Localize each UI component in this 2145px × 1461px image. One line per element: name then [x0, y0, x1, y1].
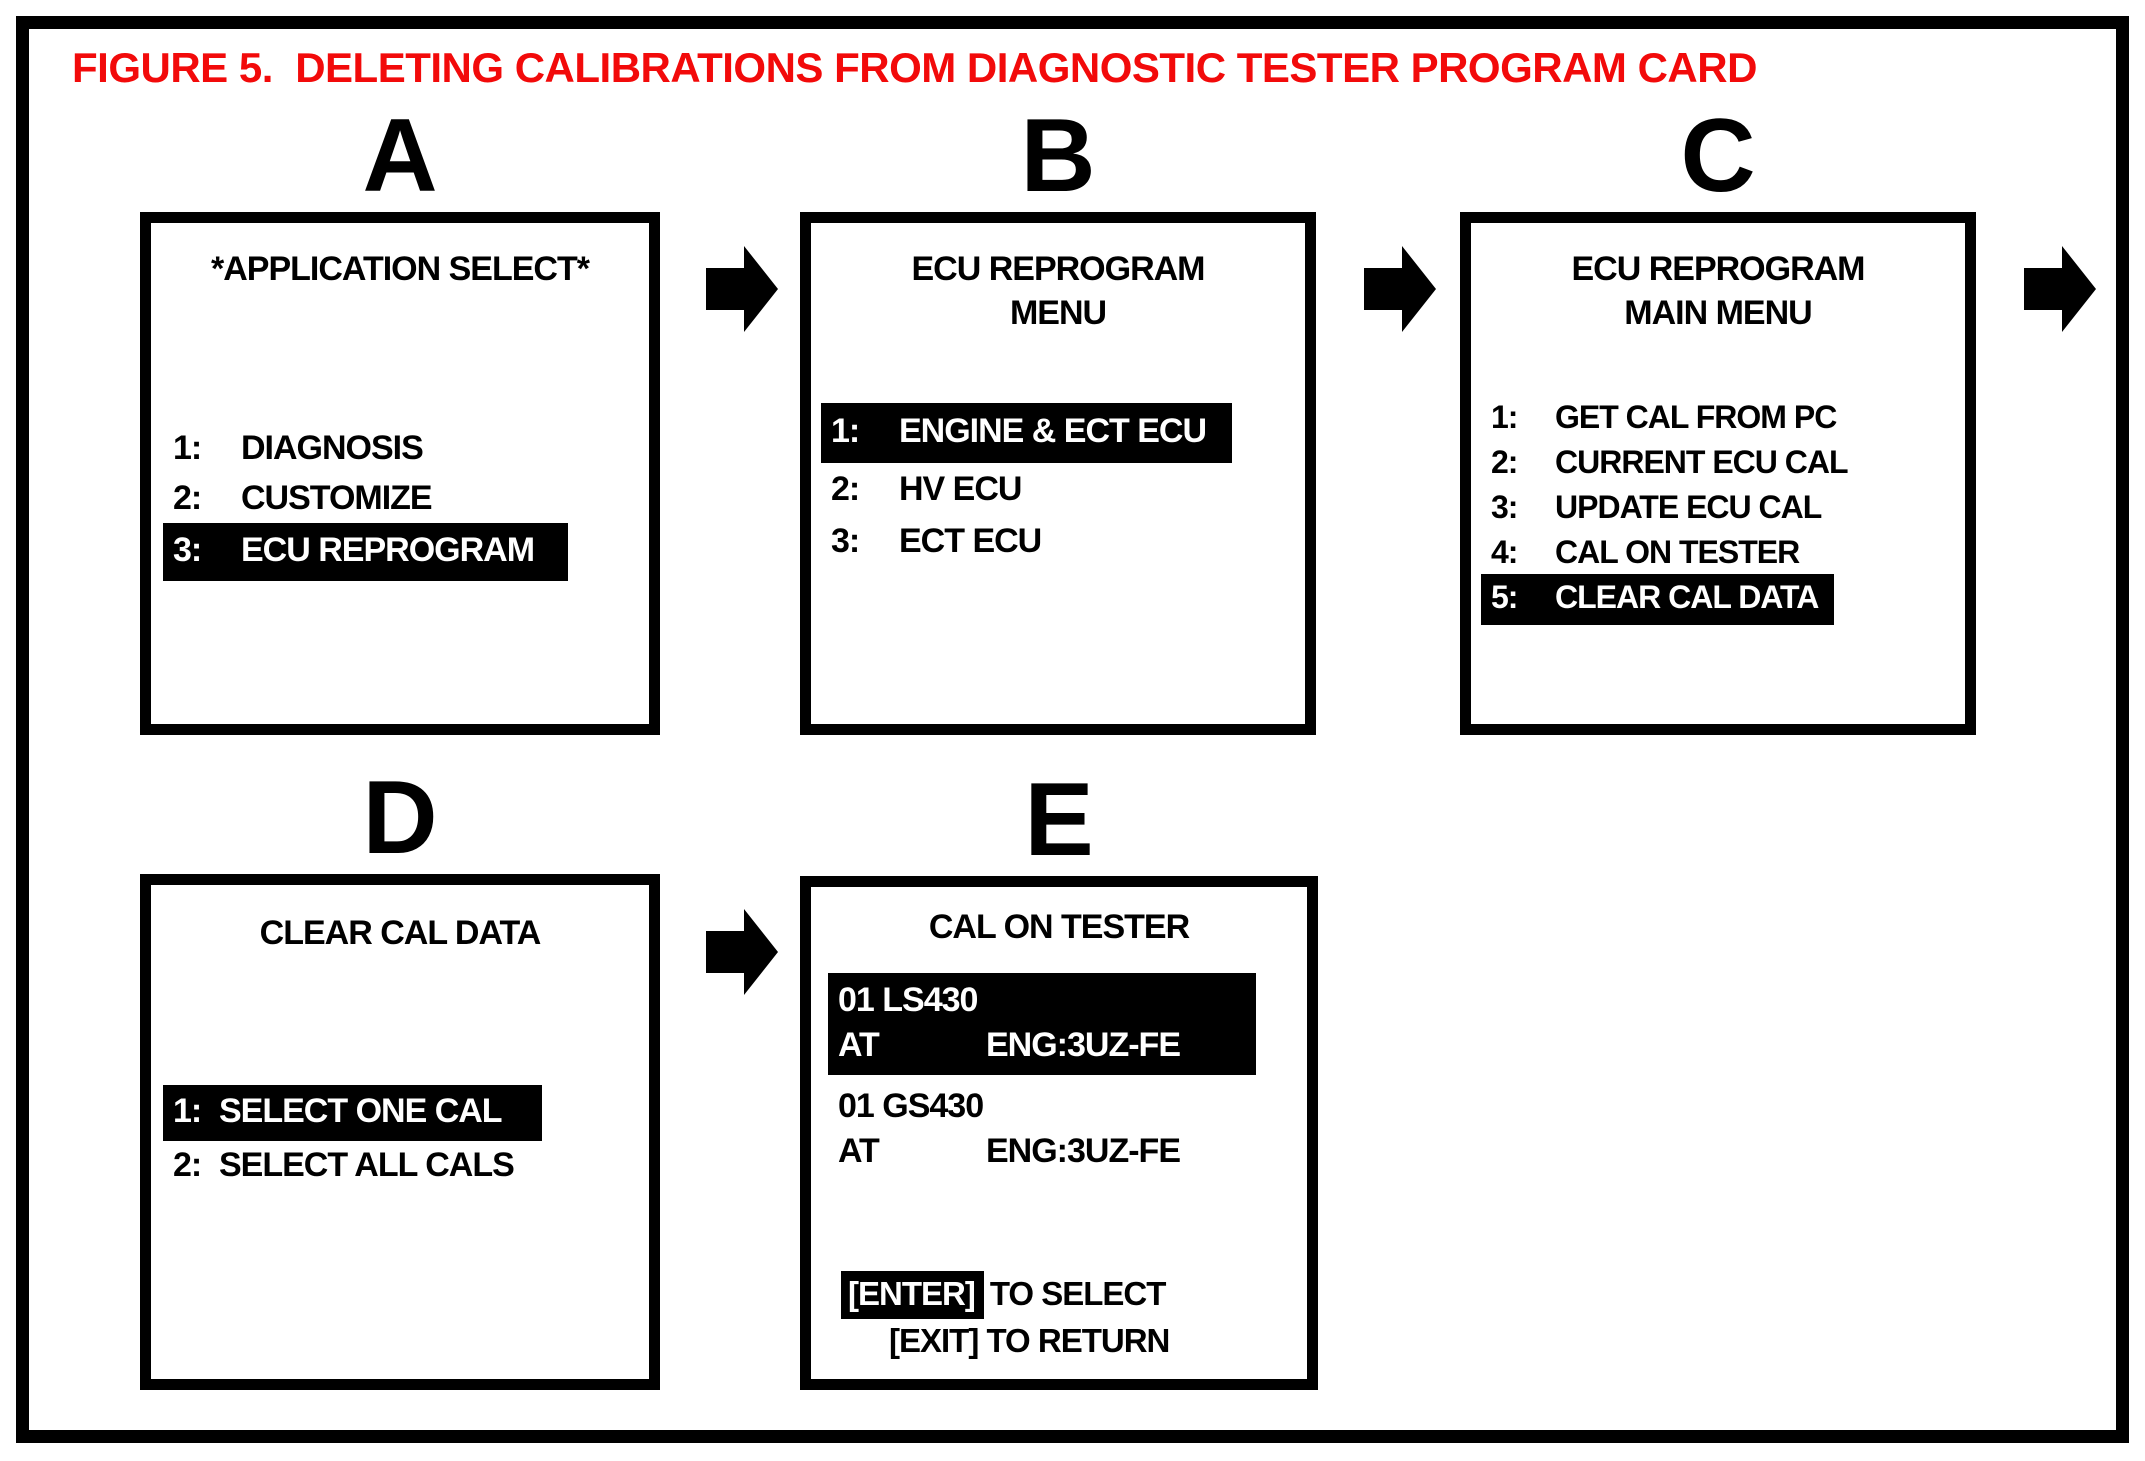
- menu-item: 3: UPDATE ECU CAL: [1491, 485, 1848, 530]
- screen-c-ecu-reprogram-main-menu: ECU REPROGRAM MAIN MENU 1: GET CAL FROM P…: [1460, 212, 1976, 735]
- enter-hint-line: [ENTER]TO SELECT: [841, 1271, 1169, 1319]
- menu-item-number: 1:: [1491, 399, 1518, 435]
- screen-e-header: CAL ON TESTER: [928, 908, 1190, 946]
- enter-hint-text: TO SELECT: [989, 1275, 1167, 1312]
- menu-item-number: 3:: [1491, 489, 1518, 525]
- menu-item: 1: DIAGNOSIS: [173, 423, 568, 473]
- menu-item: 4: CAL ON TESTER: [1491, 530, 1848, 575]
- screen-d-header: CLEAR CAL DATA: [259, 914, 542, 952]
- selection-highlight-bar: 3: ECU REPROGRAM: [163, 523, 569, 581]
- menu-item-selected: 1: SELECT ONE CAL: [163, 1085, 542, 1141]
- screen-d-menu: 1: SELECT ONE CAL 2: SELECT ALL CALS: [163, 1085, 542, 1189]
- screen-label-d: D: [362, 760, 438, 876]
- menu-item-label: GET CAL FROM PC: [1555, 399, 1837, 435]
- screen-d-clear-cal-data: CLEAR CAL DATA 1: SELECT ONE CAL 2: SELECT…: [140, 874, 660, 1390]
- menu-item-label: SELECT ALL CALS: [219, 1146, 515, 1184]
- screen-a-menu: 1: DIAGNOSIS 2: CUSTOMIZE 3: ECU REPROGRAM: [163, 423, 569, 581]
- screen-label-a: A: [362, 98, 438, 214]
- flow-arrow-d-to-e-icon: [706, 909, 778, 995]
- flow-arrow-c-continue-icon: [2024, 246, 2096, 332]
- calibration-detail: AT ENG:3UZ-FE: [838, 1129, 1246, 1174]
- flow-arrow-b-to-c-icon: [1364, 246, 1436, 332]
- menu-item-number: 3:: [173, 531, 202, 569]
- menu-item: 1: GET CAL FROM PC: [1491, 395, 1848, 440]
- screen-label-b: B: [1020, 98, 1096, 214]
- selection-highlight-bar: 1: SELECT ONE CAL: [163, 1085, 542, 1141]
- selection-highlight-bar: 5: CLEAR CAL DATA: [1481, 574, 1835, 625]
- menu-item-label: HV ECU: [899, 470, 1022, 508]
- menu-item-label: CURRENT ECU CAL: [1555, 444, 1849, 480]
- menu-item: 2: SELECT ALL CALS: [173, 1141, 542, 1189]
- menu-item-label: ECT ECU: [899, 522, 1042, 560]
- calibration-entry-selected: 01 LS430 AT ENG:3UZ-FE: [828, 973, 1256, 1075]
- screen-b-ecu-reprogram-menu: ECU REPROGRAM MENU 1: ENGINE & ECT ECU 2:…: [800, 212, 1316, 735]
- menu-item-label: UPDATE ECU CAL: [1555, 489, 1822, 525]
- screen-a-header: *APPLICATION SELECT*: [211, 250, 590, 288]
- menu-item-number: 1:: [831, 412, 860, 450]
- screen-b-header-line2: MENU: [1009, 294, 1107, 332]
- menu-item-label: CUSTOMIZE: [241, 479, 433, 517]
- calibration-model: 01 GS430: [838, 1087, 984, 1125]
- menu-item-label: ENGINE & ECT ECU: [899, 412, 1207, 450]
- figure-border: [16, 16, 2129, 1443]
- screen-c-header: ECU REPROGRAM MAIN MENU: [1471, 247, 1965, 335]
- menu-item: 2: CURRENT ECU CAL: [1491, 440, 1849, 485]
- menu-item-number: 5:: [1491, 579, 1518, 615]
- menu-item-number: 3:: [831, 522, 860, 560]
- menu-item: 3: ECT ECU: [831, 515, 1232, 567]
- screen-label-e: E: [1024, 762, 1094, 878]
- menu-item-selected: 5: CLEAR CAL DATA: [1481, 574, 1848, 625]
- menu-item-label: CAL ON TESTER: [1555, 534, 1800, 570]
- screen-c-header-line2: MAIN MENU: [1624, 294, 1812, 332]
- screen-c-header-line1: ECU REPROGRAM: [1571, 250, 1865, 288]
- calibration-engine: ENG:3UZ-FE: [986, 1026, 1181, 1064]
- screen-b-header: ECU REPROGRAM MENU: [811, 247, 1305, 335]
- menu-item-number: 2:: [173, 479, 202, 517]
- calibration-detail: AT ENG:3UZ-FE: [838, 1023, 1246, 1068]
- flow-arrow-a-to-b-icon: [706, 246, 778, 332]
- menu-item-label: ECU REPROGRAM: [241, 531, 535, 569]
- calibration-transmission: AT: [838, 1026, 880, 1064]
- calibration-transmission: AT: [838, 1132, 880, 1170]
- menu-item-number: 2:: [173, 1146, 202, 1184]
- screen-a-application-select: *APPLICATION SELECT* 1: DIAGNOSIS 2: CUSTO…: [140, 212, 660, 735]
- screen-e-footer: [ENTER]TO SELECT [EXIT] TO RETURN: [841, 1271, 1170, 1362]
- screen-b-header-line1: ECU REPROGRAM: [911, 250, 1205, 288]
- menu-item-number: 1:: [173, 429, 202, 467]
- menu-item: 2: CUSTOMIZE: [173, 473, 568, 523]
- screen-label-c: C: [1680, 98, 1756, 214]
- menu-item-number: 4:: [1491, 534, 1518, 570]
- screen-b-menu: 1: ENGINE & ECT ECU 2: HV ECU 3: ECT ECU: [821, 403, 1233, 567]
- calibration-list: 01 LS430 AT ENG:3UZ-FE 01 GS430 AT ENG:3UZ…: [828, 973, 1256, 1181]
- menu-item-number: 1:: [173, 1092, 202, 1130]
- menu-item-selected: 3: ECU REPROGRAM: [163, 523, 569, 581]
- screen-c-menu: 1: GET CAL FROM PC 2: CURRENT ECU CAL 3: UP…: [1481, 395, 1849, 625]
- calibration-model: 01 LS430: [838, 981, 978, 1019]
- menu-item-number: 2:: [831, 470, 860, 508]
- menu-item-selected: 1: ENGINE & ECT ECU: [821, 403, 1233, 463]
- menu-item-label: DIAGNOSIS: [241, 429, 424, 467]
- figure-title: FIGURE 5. DELETING CALIBRATIONS FROM DIA…: [72, 44, 1757, 91]
- screen-e-cal-on-tester: CAL ON TESTER 01 LS430 AT ENG:3UZ-FE 01 G…: [800, 876, 1318, 1390]
- menu-item-number: 2:: [1491, 444, 1518, 480]
- calibration-entry: 01 GS430 AT ENG:3UZ-FE: [828, 1079, 1256, 1181]
- selection-highlight-bar: 1: ENGINE & ECT ECU: [821, 403, 1233, 463]
- exit-hint-line: [EXIT] TO RETURN: [889, 1322, 1170, 1359]
- enter-key-label: [ENTER]: [841, 1271, 984, 1319]
- calibration-engine: ENG:3UZ-FE: [986, 1132, 1181, 1170]
- menu-item-label: CLEAR CAL DATA: [1555, 579, 1819, 615]
- menu-item: 2: HV ECU: [831, 463, 1232, 515]
- menu-item-label: SELECT ONE CAL: [219, 1092, 503, 1130]
